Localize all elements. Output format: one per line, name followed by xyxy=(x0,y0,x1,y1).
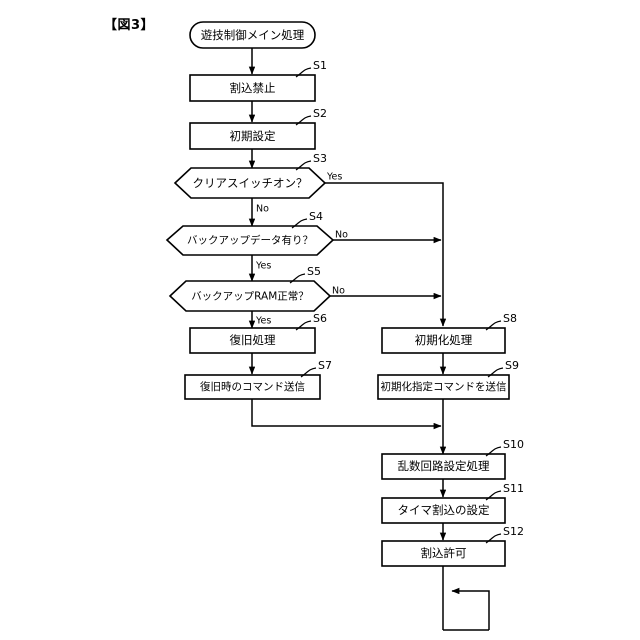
s2-leader xyxy=(295,115,312,126)
s5-leader xyxy=(289,273,306,284)
s4-step: S4 xyxy=(309,210,323,223)
s3-no-label: No xyxy=(256,204,269,215)
s4-yes-label: Yes xyxy=(255,261,271,272)
s10-label: 乱数回路設定処理 xyxy=(398,459,490,473)
s11-label: タイマ割込の設定 xyxy=(398,503,490,517)
node-s6[interactable]: 復旧処理 xyxy=(189,327,316,354)
start-label: 遊技制御メイン処理 xyxy=(201,28,305,42)
node-s12[interactable]: 割込許可 xyxy=(381,540,506,567)
s6-leader xyxy=(295,320,312,331)
s8-leader xyxy=(485,320,502,331)
node-s4[interactable]: バックアップデータ有り？ xyxy=(165,225,335,256)
s5-step: S5 xyxy=(307,265,321,278)
s12-box xyxy=(381,540,506,567)
node-s2[interactable]: 初期設定 xyxy=(189,122,316,150)
s2-box xyxy=(189,122,316,150)
node-s11[interactable]: タイマ割込の設定 xyxy=(381,497,506,524)
node-start[interactable]: 遊技制御メイン処理 xyxy=(189,21,316,49)
s8-label: 初期化処理 xyxy=(415,333,473,347)
connector-layer xyxy=(248,48,490,631)
node-s9[interactable]: 初期化指定コマンドを送信 xyxy=(377,374,510,400)
s3-label: クリアスイッチオン？ xyxy=(193,176,308,190)
s6-box xyxy=(189,327,316,354)
node-s7[interactable]: 復旧時のコマンド送信 xyxy=(184,374,321,400)
node-s3[interactable]: クリアスイッチオン？ xyxy=(173,167,327,199)
node-s8[interactable]: 初期化処理 xyxy=(381,327,506,354)
s7-step: S7 xyxy=(318,359,332,372)
s11-box xyxy=(381,497,506,524)
s12-step: S12 xyxy=(503,525,524,538)
s9-label: 初期化指定コマンドを送信 xyxy=(381,380,507,393)
s1-label: 割込禁止 xyxy=(230,81,276,95)
s5-no-label: No xyxy=(332,286,345,297)
s11-leader xyxy=(485,490,502,501)
s8-step: S8 xyxy=(503,312,517,325)
s7-leader xyxy=(300,367,317,378)
figure-label: 【図3】 xyxy=(104,18,155,33)
s1-box xyxy=(189,74,316,102)
start-terminator-shape xyxy=(189,21,316,49)
s5-yes-label: Yes xyxy=(255,316,271,327)
edge-s7-to-s10-column xyxy=(251,399,442,430)
s4-hexagon xyxy=(165,225,335,256)
s9-leader xyxy=(487,367,504,378)
s7-box xyxy=(184,374,321,400)
s12-label: 割込許可 xyxy=(421,546,467,560)
s4-leader xyxy=(291,218,308,229)
s10-leader xyxy=(485,446,502,457)
s6-label: 復旧処理 xyxy=(230,333,276,347)
s4-label: バックアップデータ有り？ xyxy=(187,234,313,247)
s3-step: S3 xyxy=(313,152,327,165)
s12-leader xyxy=(485,533,502,544)
s3-yes-label: Yes xyxy=(326,172,342,183)
s10-step: S10 xyxy=(503,438,524,451)
s7-label: 復旧時のコマンド送信 xyxy=(200,380,305,393)
s2-step: S2 xyxy=(313,107,327,120)
s5-hexagon xyxy=(168,280,332,312)
s2-label: 初期設定 xyxy=(230,129,276,143)
node-s10[interactable]: 乱数回路設定処理 xyxy=(381,453,506,480)
s5-label: バックアップRAM正常？ xyxy=(191,290,309,303)
s11-step: S11 xyxy=(503,482,524,495)
s3-leader xyxy=(295,160,312,171)
s1-step: S1 xyxy=(313,59,327,72)
s1-leader xyxy=(295,67,312,78)
edge-s3-yes-to-merge xyxy=(325,182,447,327)
edge-loop-back xyxy=(451,587,490,630)
node-s1[interactable]: 割込禁止 xyxy=(189,74,316,102)
s9-box xyxy=(377,374,510,400)
s10-box xyxy=(381,453,506,480)
s9-step: S9 xyxy=(505,359,519,372)
s4-no-label: No xyxy=(335,230,348,241)
node-s5[interactable]: バックアップRAM正常？ xyxy=(168,280,332,312)
s3-hexagon xyxy=(173,167,327,199)
s6-step: S6 xyxy=(313,312,327,325)
s8-box xyxy=(381,327,506,354)
